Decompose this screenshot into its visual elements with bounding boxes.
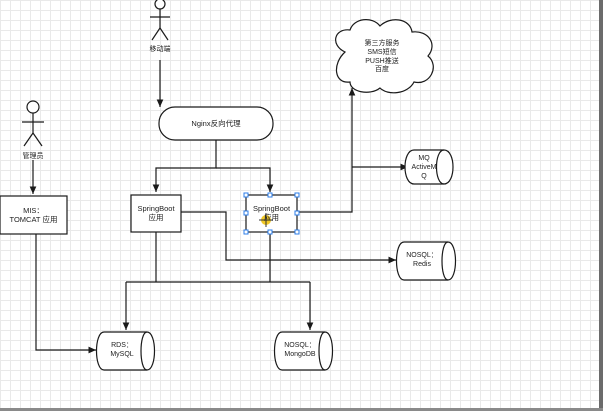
- springboot-2-label-line-2: 应用: [264, 213, 279, 223]
- mysql-label-line-2: MySQL: [110, 350, 134, 358]
- springboot-1-label-line-2: 应用: [148, 213, 164, 223]
- window-edge-right: [599, 0, 603, 411]
- actor-mobile[interactable]: [150, 0, 170, 41]
- actor-admin-label: 管理员: [22, 153, 44, 160]
- edge-mis-mysql[interactable]: [35, 233, 96, 354]
- mq-node[interactable]: [404, 149, 454, 185]
- selection-handles[interactable]: [243, 192, 300, 235]
- actor-admin[interactable]: [22, 100, 44, 147]
- mongodb-label-line-1: NOSQL：: [284, 342, 316, 349]
- nginx-node[interactable]: [158, 106, 274, 141]
- window-edge-bottom: [0, 408, 603, 411]
- third-party-label-line-3: PUSH推送: [365, 57, 399, 65]
- mysql-node[interactable]: [95, 331, 156, 371]
- edge-nginx-springboot-2[interactable]: [216, 167, 274, 192]
- springboot-1-label: SpringBoot 应用: [131, 204, 181, 223]
- third-party-cloud[interactable]: [335, 19, 434, 94]
- mysql-label: RDS： MySQL: [98, 342, 146, 360]
- springboot-2-label: SpringBoot 应用: [246, 204, 297, 223]
- springboot-1-label-line-1: SpringBoot: [137, 204, 175, 213]
- mq-label-line-3: Q: [421, 172, 427, 180]
- mis-node[interactable]: [0, 195, 68, 235]
- edge-nginx-springboot[interactable]: [152, 140, 217, 192]
- redis-label: NOSQL： Redis: [398, 252, 446, 270]
- springboot-node-1[interactable]: [130, 194, 182, 233]
- mysql-label-line-1: RDS：: [111, 342, 133, 349]
- mongodb-label: NOSQL： MongoDB: [276, 342, 324, 360]
- redis-label-line-2: Redis: [413, 260, 431, 268]
- move-cursor-icon: [259, 213, 273, 227]
- mq-label-line-2: ActiveM: [411, 163, 437, 171]
- mq-label: MQ ActiveM Q: [404, 155, 444, 181]
- actor-mobile-label: 移动端: [149, 46, 171, 53]
- third-party-label-line-2: SMS短信: [367, 48, 397, 56]
- mongodb-label-line-2: MongoDB: [284, 350, 316, 358]
- edge-springboot2-thirdparty[interactable]: [297, 88, 356, 213]
- mis-label-line-2: TOMCAT 应用: [9, 215, 58, 225]
- connectors: [29, 60, 408, 354]
- nginx-label: Nginx反向代理: [191, 119, 241, 128]
- redis-node[interactable]: [395, 241, 457, 281]
- mq-label-line-1: MQ: [418, 155, 430, 162]
- mongodb-node[interactable]: [273, 331, 334, 371]
- springboot-2-label-line-1: SpringBoot: [252, 204, 291, 213]
- mis-label-line-1: MIS：: [23, 206, 44, 215]
- redis-label-line-1: NOSQL：: [406, 252, 438, 259]
- third-party-label: 第三方服务 SMS短信 PUSH推送 百度: [352, 40, 412, 75]
- third-party-label-line-1: 第三方服务: [364, 40, 400, 47]
- third-party-label-line-4: 百度: [375, 66, 389, 74]
- edge-springboot-redis[interactable]: [181, 211, 396, 264]
- mis-label: MIS： TOMCAT 应用: [0, 206, 67, 225]
